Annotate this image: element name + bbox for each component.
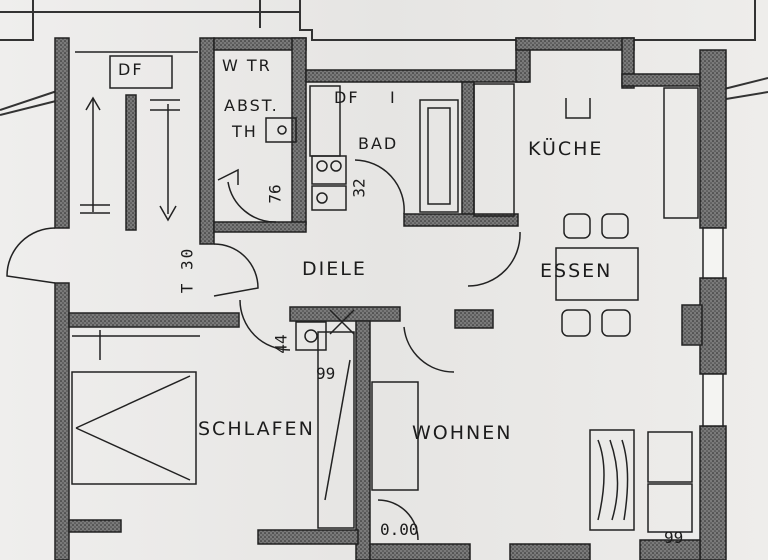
dim-99: 99 [316,364,336,383]
dim-76: 76 [265,184,285,204]
door-swings [6,159,521,541]
label-bad: BAD [358,134,399,153]
staircase [75,51,198,222]
label-abst: ABST. [224,96,279,115]
roof-outline [0,0,768,116]
bath-fixtures [265,85,459,213]
label-wtr: W TR [222,56,272,75]
windows [702,227,724,427]
label-df-bad: DF [334,88,360,107]
label-wohnen: WOHNEN [412,422,513,444]
walls [54,37,727,560]
label-kueche: KÜCHE [528,138,604,160]
label-df-stair: DF [118,60,144,79]
living-furniture [295,309,693,533]
dim-t30: T 30 [177,246,197,294]
dim-000: 0.00 [380,520,419,539]
kitchen-counter [473,83,699,219]
label-schlafen: SCHLAFEN [198,418,315,440]
label-th: TH [232,122,258,141]
label-essen: ESSEN [540,260,613,282]
label-diele: DIELE [302,258,367,280]
dining-table [555,213,639,337]
dim-99b: 99 [664,528,684,547]
dim-32: 32 [349,178,369,198]
label-df-bad-suffix: I [390,88,397,107]
bed [71,330,200,485]
dim-44: 44 [271,334,291,354]
